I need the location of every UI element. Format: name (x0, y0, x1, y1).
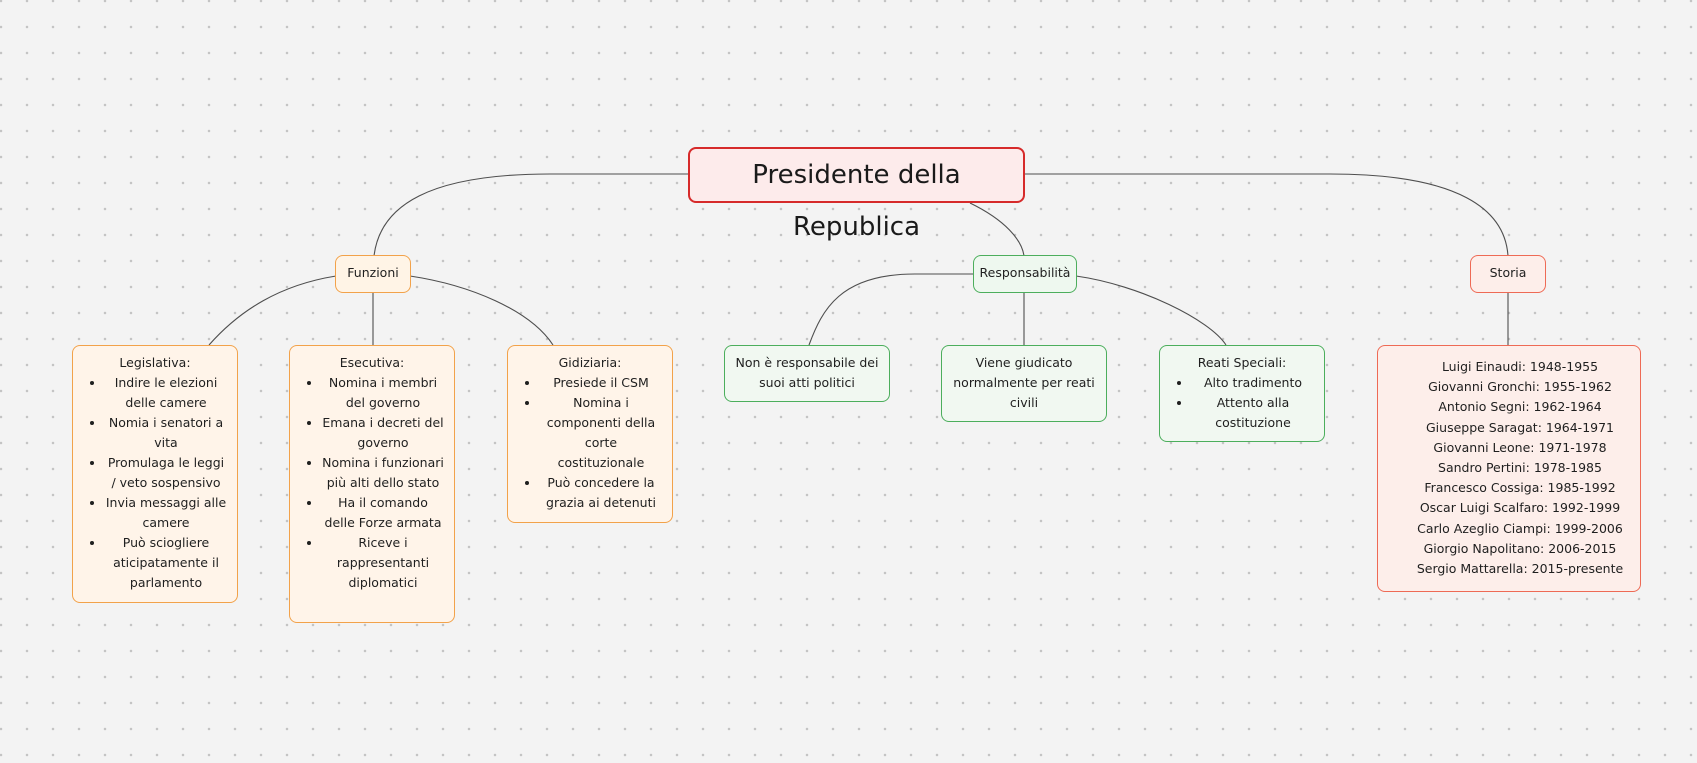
list-item: Sandro Pertini: 1978-1985 (1438, 460, 1602, 476)
leaf-giudiziaria-title: Gidiziaria: (558, 355, 622, 370)
list-item: Giorgio Napolitano: 2006-2015 (1423, 540, 1617, 556)
list-item: Carlo Azeglio Ciampi: 1999-2006 (1417, 520, 1623, 536)
connector-funzioni-giudiziaria (409, 275, 554, 346)
leaf-esecutiva[interactable]: Esecutiva: Nomina i membri del governo E… (289, 345, 455, 623)
leaf-giudicato-text: Viene giudicato normalmente per reati ci… (953, 355, 1095, 410)
list-item: Sergio Mattarella: 2015-presente (1416, 561, 1624, 577)
list-item: Giuseppe Saragat: 1964-1971 (1425, 419, 1615, 435)
list-item: Giovanni Gronchi: 1955-1962 (1428, 379, 1612, 395)
list-item: Francesco Cossiga: 1985-1992 (1424, 480, 1616, 496)
list-item: Promulaga le leggi / veto sospensivo (105, 453, 227, 493)
list-item: Attento alla costituzione (1192, 393, 1314, 433)
root-label: Presidente della Republica (752, 160, 961, 242)
category-funzioni[interactable]: Funzioni (335, 255, 411, 293)
connector-root-responsabilita (969, 202, 1025, 257)
list-item: Giovanni Leone: 1971-1978 (1433, 439, 1607, 455)
leaf-reati-speciali[interactable]: Reati Speciali: Alto tradimento Attento … (1159, 345, 1325, 442)
leaf-non-responsabile[interactable]: Non è responsabile dei suoi atti politic… (724, 345, 890, 402)
list-item: Antonio Segni: 1962-1964 (1438, 399, 1602, 415)
connector-resp-reati (1075, 275, 1227, 346)
root-node-presidente[interactable]: Presidente della Republica (688, 147, 1025, 242)
list-item: Riceve i rappresentanti diplomatici (322, 533, 444, 593)
esecutiva-list: Nomina i membri del governo Emana i decr… (300, 373, 444, 593)
leaf-reati-title: Reati Speciali: (1197, 355, 1287, 370)
list-item: Oscar Luigi Scalfaro: 1992-1999 (1419, 500, 1621, 516)
leaf-esecutiva-title: Esecutiva: (339, 355, 405, 370)
list-item: Alto tradimento (1192, 373, 1314, 393)
list-item: Presiede il CSM (540, 373, 662, 393)
category-storia-label: Storia (1489, 265, 1527, 280)
leaf-giudiziaria[interactable]: Gidiziaria: Presiede il CSM Nomina i com… (507, 345, 673, 523)
list-item: Nomia i senatori a vita (105, 413, 227, 453)
presidenti-list: Luigi Einaudi: 1948-1955 Giovanni Gronch… (1388, 357, 1630, 579)
list-item: Nomina i funzionari più alti dello stato (322, 453, 444, 493)
list-item: Ha il comando delle Forze armata (322, 493, 444, 533)
list-item: Luigi Einaudi: 1948-1955 (1441, 359, 1599, 374)
connector-root-storia (1025, 173, 1509, 257)
connector-root-funzioni (373, 173, 688, 257)
leaf-giudicato[interactable]: Viene giudicato normalmente per reati ci… (941, 345, 1107, 422)
leaf-non-responsabile-text: Non è responsabile dei suoi atti politic… (735, 355, 879, 390)
list-item: Indire le elezioni delle camere (105, 373, 227, 413)
list-item: Può sciogliere aticipatamente il parlame… (105, 533, 227, 593)
legislativa-list: Indire le elezioni delle camere Nomia i … (83, 373, 227, 593)
leaf-legislativa[interactable]: Legislativa: Indire le elezioni delle ca… (72, 345, 238, 603)
connector-resp-non-responsabile (808, 273, 974, 346)
category-responsabilita[interactable]: Responsabilità (973, 255, 1077, 293)
leaf-storia-presidenti[interactable]: Luigi Einaudi: 1948-1955 Giovanni Gronch… (1377, 345, 1641, 592)
leaf-legislativa-title: Legislativa: (119, 355, 191, 370)
category-storia[interactable]: Storia (1470, 255, 1546, 293)
list-item: Può concedere la grazia ai detenuti (540, 473, 662, 513)
list-item: Emana i decreti del governo (322, 413, 444, 453)
connector-funzioni-legislativa (208, 275, 337, 346)
category-responsabilita-label: Responsabilità (979, 265, 1071, 280)
giudiziaria-list: Presiede il CSM Nomina i componenti dell… (518, 373, 662, 513)
list-item: Invia messaggi alle camere (105, 493, 227, 533)
list-item: Nomina i membri del governo (322, 373, 444, 413)
reati-list: Alto tradimento Attento alla costituzion… (1170, 373, 1314, 433)
list-item: Nomina i componenti della corte costituz… (540, 393, 662, 473)
category-funzioni-label: Funzioni (347, 265, 399, 280)
